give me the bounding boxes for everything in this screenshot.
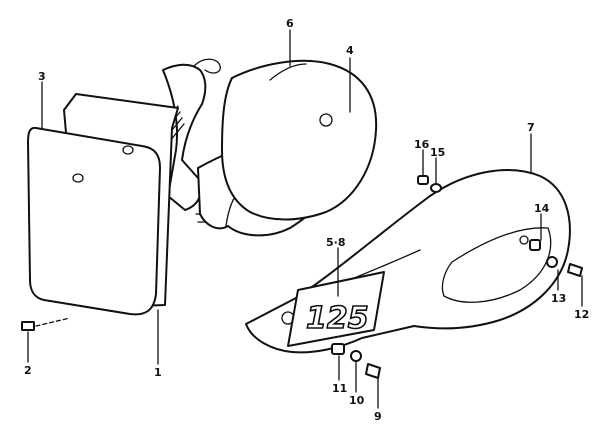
callout-10: 10 — [349, 394, 365, 407]
washer-13 — [546, 256, 558, 268]
callout-14: 14 — [534, 202, 550, 215]
decal-text: 125 — [306, 301, 369, 336]
callout-3: 3 — [38, 70, 46, 83]
grommet-11 — [331, 343, 345, 355]
washer-16 — [417, 175, 429, 185]
callout-15: 15 — [430, 146, 445, 159]
callout-4: 4 — [346, 44, 354, 57]
callout-2: 2 — [24, 364, 32, 377]
callout-6: 6 — [286, 17, 294, 30]
callout-7: 7 — [527, 121, 535, 134]
number-plate-panel — [27, 126, 161, 316]
callout-5-8: 5·8 — [326, 236, 346, 249]
washer-15 — [430, 183, 442, 193]
callout-1: 1 — [154, 366, 162, 379]
callout-13: 13 — [551, 292, 566, 305]
screw-12 — [567, 263, 583, 277]
decal-125: 125 — [287, 271, 385, 347]
leader-lines — [27, 29, 583, 409]
screw-9 — [365, 363, 381, 379]
callout-9: 9 — [374, 410, 382, 423]
washer-10 — [350, 350, 362, 362]
callouts: 3 6 4 7 16 15 14 5·8 13 12 1 2 11 10 9 — [24, 17, 589, 423]
hardware — [21, 175, 583, 379]
callout-16: 16 — [414, 138, 430, 151]
side-cover-right-panel — [221, 59, 378, 221]
callout-11: 11 — [332, 382, 347, 395]
grommet-14 — [529, 239, 541, 251]
screw-2 — [21, 321, 35, 331]
callout-12: 12 — [574, 308, 589, 321]
